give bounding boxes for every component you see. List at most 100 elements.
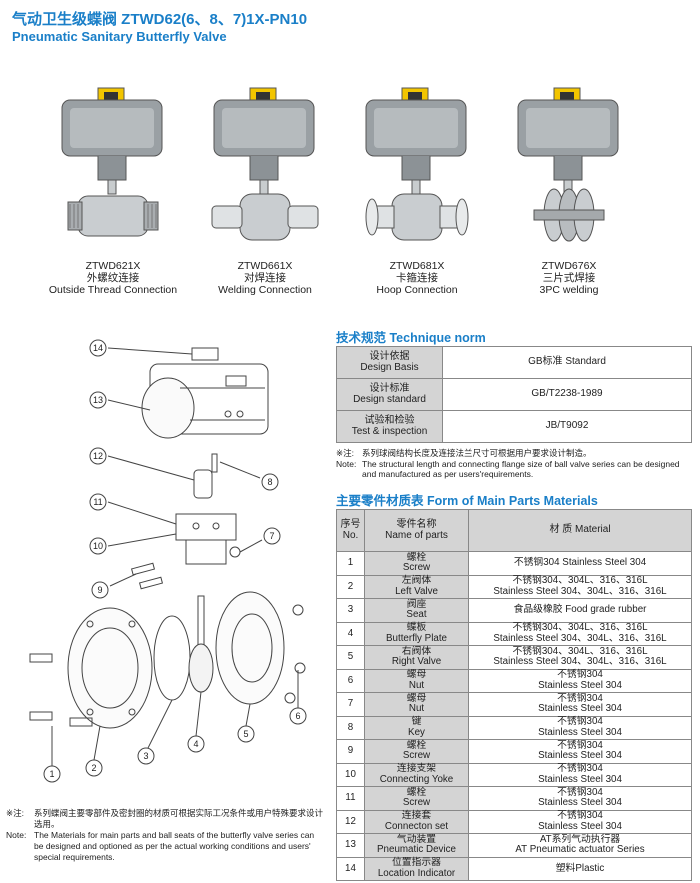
callout-13: 13 — [93, 395, 103, 405]
bolt-part — [29, 653, 53, 663]
key-part — [211, 453, 218, 473]
callout-7: 7 — [269, 531, 274, 541]
valve-hoop-image — [365, 87, 469, 241]
callout-8: 8 — [267, 477, 272, 487]
part-material: 食品级橡胶 Food grade rubber — [468, 598, 692, 623]
part-material: 塑料Plastic — [468, 856, 692, 881]
part-no: 9 — [336, 739, 365, 764]
part-no: 11 — [336, 786, 365, 811]
part-no: 3 — [336, 598, 365, 623]
yoke-part — [175, 513, 237, 541]
exploded-drawing: 14 13 12 8 11 10 7 9 1 2 3 4 5 6 — [29, 339, 307, 783]
callout-14: 14 — [93, 343, 103, 353]
callout-1: 1 — [49, 769, 54, 779]
page-title: 气动卫生级蝶阀 ZTWD62(6、8、7)1X-PN10 — [12, 11, 308, 28]
nut-part — [229, 546, 241, 558]
indicator-part — [191, 347, 219, 361]
technique-norm-title: 技术规范 Technique norm — [336, 331, 486, 345]
seat-part — [153, 615, 191, 701]
callout-4: 4 — [193, 739, 198, 749]
product-ztwd681x: ZTWD681X 卡箍连接 Hoop Connection — [342, 70, 492, 310]
part-no: 10 — [336, 762, 365, 787]
part-no: 2 — [336, 574, 365, 599]
parts-materials-title: 主要零件材质表 Form of Main Parts Materials — [336, 494, 598, 508]
valve-thread-image — [61, 87, 163, 237]
part-no: 7 — [336, 692, 365, 717]
product-caption: ZTWD681X 卡箍连接 Hoop Connection — [376, 260, 458, 296]
page-subtitle: Pneumatic Sanitary Butterfly Valve — [12, 29, 227, 44]
callout-5: 5 — [243, 729, 248, 739]
part-no: 4 — [336, 621, 365, 646]
part-no: 6 — [336, 668, 365, 693]
callout-6: 6 — [295, 711, 300, 721]
callout-9: 9 — [97, 585, 102, 595]
screw-part — [130, 562, 156, 576]
product-caption: ZTWD676X 三片式焊接 3PC welding — [539, 260, 599, 296]
part-no: 13 — [336, 833, 365, 858]
product-ztwd621x: ZTWD621X 外螺纹连接 Outside Thread Connection — [38, 70, 188, 310]
product-caption: ZTWD661X 对焊连接 Welding Connection — [218, 260, 312, 296]
product-ztwd661x: ZTWD661X 对焊连接 Welding Connection — [190, 70, 340, 310]
callout-2: 2 — [91, 763, 96, 773]
materials-note: ※注:系列蝶阀主要零部件及密封圈的材质可根据实际工况条件或用户特殊要求设计选用。… — [6, 808, 324, 862]
part-no: 8 — [336, 715, 365, 740]
technique-note: ※注:系列球阀结构长度及连接法兰尺寸可根据用户要求设计制造。 Note:The … — [336, 448, 680, 479]
product-caption: ZTWD621X 外螺纹连接 Outside Thread Connection — [48, 260, 178, 296]
right-valve-part — [215, 591, 285, 705]
part-no: 5 — [336, 645, 365, 670]
part-material: 不锈钢304 Stainless Steel 304 — [468, 551, 692, 576]
callout-12: 12 — [93, 451, 103, 461]
part-no: 12 — [336, 809, 365, 834]
callout-10: 10 — [93, 541, 103, 551]
product-ztwd676x: ZTWD676X 三片式焊接 3PC welding — [494, 70, 644, 310]
sleeve-part — [193, 469, 213, 499]
callout-11: 11 — [93, 497, 102, 507]
left-valve-part — [67, 607, 153, 729]
valve-3pc-image — [517, 87, 619, 242]
valve-welding-image — [211, 87, 319, 241]
callout-3: 3 — [143, 751, 148, 761]
part-no: 1 — [336, 551, 365, 576]
disc-stem — [197, 595, 205, 647]
